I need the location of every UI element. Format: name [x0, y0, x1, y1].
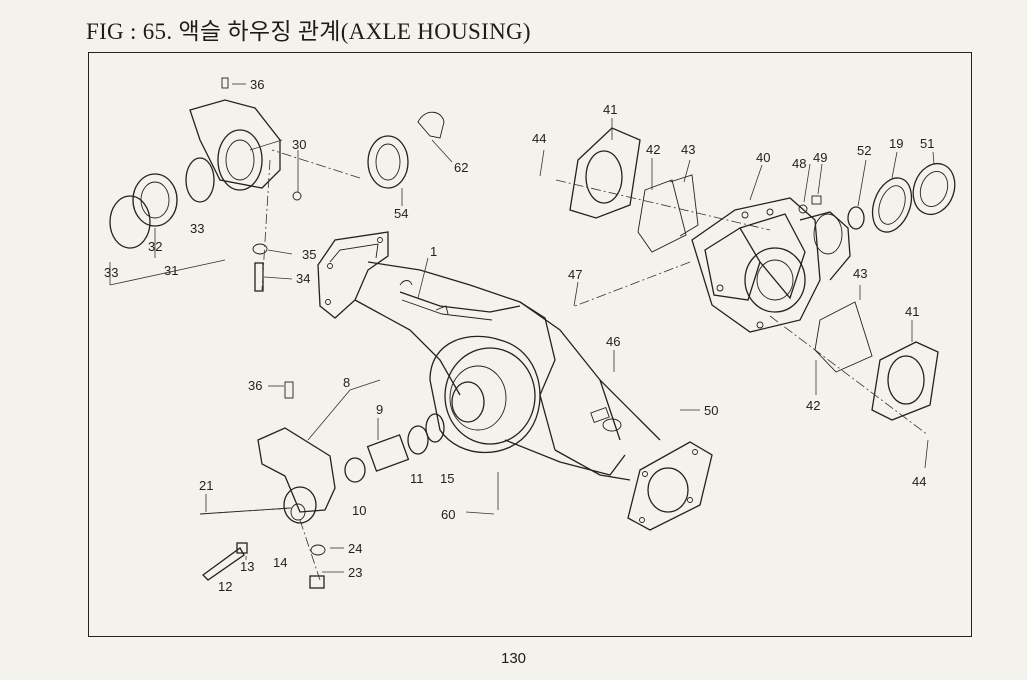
part-callout: 60	[441, 507, 455, 522]
figure-title: FIG : 65. 액슬 하우징 관계(AXLE HOUSING)	[86, 19, 531, 44]
part-callout: 30	[292, 137, 306, 152]
part-callout: 33	[104, 265, 118, 280]
page-number: 130	[500, 650, 527, 667]
part-callout: 1	[430, 244, 437, 259]
part-callout: 43	[853, 266, 867, 281]
part-callout: 24	[348, 541, 362, 556]
part-callout: 13	[240, 559, 254, 574]
part-callout: 54	[394, 206, 408, 221]
differential-carrier	[691, 197, 851, 333]
knuckle-assembly	[199, 381, 445, 589]
part-callout: 34	[296, 271, 310, 286]
part-callout: 8	[343, 375, 350, 390]
part-callout: 47	[568, 267, 582, 282]
part-callout: 10	[352, 503, 366, 518]
part-callout: 35	[302, 247, 316, 262]
part-callout: 50	[704, 403, 718, 418]
part-callout: 44	[532, 131, 546, 146]
part-callout: 36	[250, 77, 264, 92]
leader-lines	[109, 83, 935, 581]
upper-knuckle-assembly	[109, 77, 445, 292]
diagram-frame	[88, 52, 972, 637]
part-callout: 23	[348, 565, 362, 580]
cover-plates	[569, 127, 939, 421]
axle-housing-body	[317, 231, 713, 531]
part-callout: 12	[218, 579, 232, 594]
part-callout: 62	[454, 160, 468, 175]
part-callout: 51	[920, 136, 934, 151]
part-callout: 21	[199, 478, 213, 493]
part-callout: 40	[756, 150, 770, 165]
part-callout: 44	[912, 474, 926, 489]
pinion-seals	[798, 162, 956, 233]
part-callout: 41	[603, 102, 617, 117]
part-callout: 15	[440, 471, 454, 486]
part-callout: 32	[148, 239, 162, 254]
part-callout: 14	[273, 555, 287, 570]
part-callout: 42	[806, 398, 820, 413]
part-callout: 43	[681, 142, 695, 157]
part-callout: 33	[190, 221, 204, 236]
part-callout: 52	[857, 143, 871, 158]
part-callout: 31	[164, 263, 178, 278]
part-callout: 41	[905, 304, 919, 319]
part-callout: 19	[889, 136, 903, 151]
part-callout: 46	[606, 334, 620, 349]
part-callout: 11	[410, 471, 424, 486]
part-callout: 36	[248, 378, 262, 393]
part-callout: 49	[813, 150, 827, 165]
part-callout: 42	[646, 142, 660, 157]
part-callout: 48	[792, 156, 806, 171]
part-callouts: 1 8 9 10 11 12 13 14 15 19 21 23 24 30 3…	[104, 77, 934, 594]
part-callout: 9	[376, 402, 383, 417]
